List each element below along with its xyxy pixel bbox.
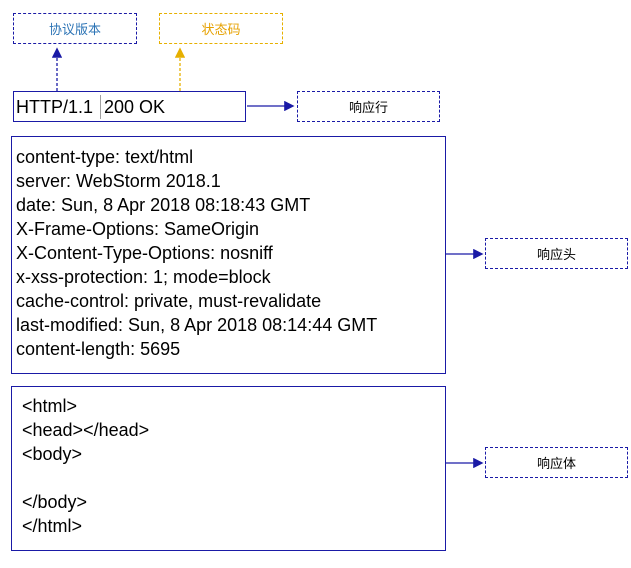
body-line: </body> — [22, 492, 88, 512]
headers-list: content-type: text/html server: WebStorm… — [16, 145, 377, 361]
header-line: server: WebStorm 2018.1 — [16, 171, 221, 191]
status-line-label-text: 响应行 — [348, 101, 388, 116]
header-line: last-modified: Sun, 8 Apr 2018 08:14:44 … — [16, 315, 378, 335]
status-line-label: 响应行 — [297, 91, 440, 122]
headers-label-text: 响应头 — [536, 248, 576, 263]
body-line: </html> — [22, 516, 83, 536]
protocol-version-label: 协议版本 — [13, 13, 137, 44]
header-line: date: Sun, 8 Apr 2018 08:18:43 GMT — [16, 195, 311, 215]
body-line: <html> — [22, 396, 78, 416]
status-code-text: 状态码 — [201, 23, 241, 38]
body-line — [22, 466, 149, 490]
body-label: 响应体 — [485, 447, 628, 478]
status-line-divider — [100, 95, 101, 119]
header-line: cache-control: private, must-revalidate — [16, 291, 322, 311]
status-line-box: HTTP/1.1 200 OK — [13, 91, 246, 122]
header-line: content-type: text/html — [16, 147, 194, 167]
body-label-text: 响应体 — [536, 457, 576, 472]
body-line: <head></head> — [22, 420, 150, 440]
header-line: x-xss-protection: 1; mode=block — [16, 267, 271, 287]
status-code-label: 状态码 — [159, 13, 283, 44]
body-lines: <html> <head></head> <body> </body> </ht… — [22, 394, 149, 538]
headers-box: content-type: text/html server: WebStorm… — [11, 136, 446, 374]
header-line: X-Content-Type-Options: nosniff — [16, 243, 273, 263]
status-line-status: 200 OK — [104, 97, 166, 117]
status-line-version: HTTP/1.1 — [16, 97, 94, 117]
header-line: X-Frame-Options: SameOrigin — [16, 219, 260, 239]
headers-label: 响应头 — [485, 238, 628, 269]
protocol-version-text: 协议版本 — [48, 23, 101, 38]
header-line: content-length: 5695 — [16, 339, 181, 359]
body-line: <body> — [22, 444, 83, 464]
body-box: <html> <head></head> <body> </body> </ht… — [11, 386, 446, 551]
